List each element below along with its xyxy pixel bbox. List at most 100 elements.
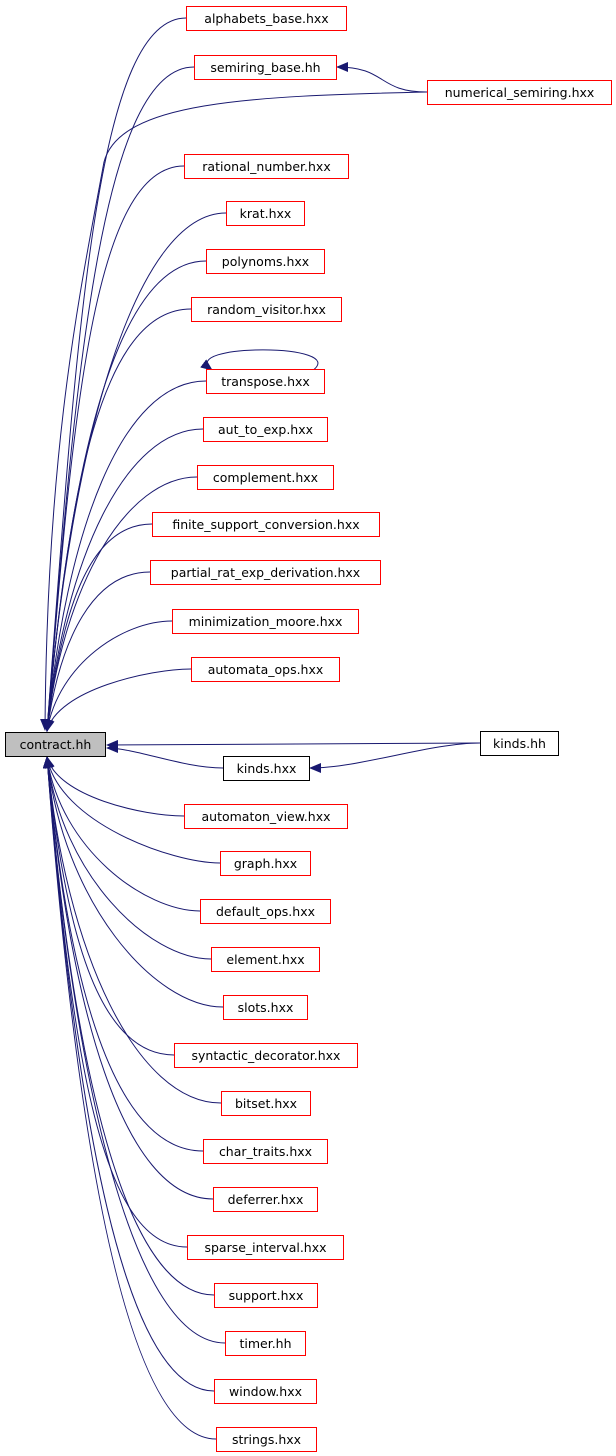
edge-automata-ops-to-contract <box>44 668 192 732</box>
node-label: syntactic_decorator.hxx <box>192 1048 341 1063</box>
node-box <box>223 995 308 1020</box>
node-aut-to-exp[interactable]: aut_to_exp.hxx <box>203 417 328 442</box>
node-box <box>221 1091 311 1116</box>
edge-aut-to-exp-to-contract <box>43 428 204 732</box>
node-complement[interactable]: complement.hxx <box>197 465 334 490</box>
node-box <box>187 1235 344 1260</box>
edge-graph-to-contract <box>44 756 221 864</box>
node-box <box>216 1427 317 1452</box>
node-partial-rat-exp-derivation[interactable]: partial_rat_exp_derivation.hxx <box>150 560 381 585</box>
node-alphabets-base[interactable]: alphabets_base.hxx <box>186 6 347 31</box>
node-label: aut_to_exp.hxx <box>218 422 313 437</box>
node-strings[interactable]: strings.hxx <box>216 1427 317 1452</box>
edge-kinds-hxx-to-contract <box>106 743 224 769</box>
node-box <box>172 609 359 634</box>
edge-slots-to-contract <box>43 756 224 1008</box>
edge-alphabets-base-to-contract <box>42 17 187 732</box>
node-char-traits[interactable]: char_traits.hxx <box>203 1139 328 1164</box>
edge-element-to-contract <box>43 756 212 960</box>
node-label: window.hxx <box>229 1384 302 1399</box>
node-label: kinds.hh <box>493 736 546 751</box>
node-label: strings.hxx <box>232 1432 301 1447</box>
node-support[interactable]: support.hxx <box>214 1283 318 1308</box>
edges <box>40 17 481 1440</box>
node-box <box>184 804 348 829</box>
node-finite-support-conversion[interactable]: finite_support_conversion.hxx <box>152 512 380 537</box>
node-box <box>206 369 325 394</box>
node-label: graph.hxx <box>234 856 297 871</box>
edge-rational-number-to-contract <box>42 165 185 732</box>
node-automata-ops[interactable]: automata_ops.hxx <box>191 657 340 682</box>
node-window[interactable]: window.hxx <box>214 1379 317 1404</box>
node-label: numerical_semiring.hxx <box>445 85 595 100</box>
node-contract: contract.hh <box>5 732 106 757</box>
edge-strings-to-contract <box>42 756 217 1440</box>
node-box <box>427 80 612 105</box>
nodes: alphabets_base.hxx semiring_base.hhnumeri… <box>5 6 612 1452</box>
node-label: timer.hh <box>239 1336 291 1351</box>
edge-finite-support-conversion-to-contract <box>43 523 153 732</box>
edge-transpose-to-transpose <box>200 349 319 372</box>
node-label: element.hxx <box>226 952 304 967</box>
edge-automaton-view-to-contract <box>44 756 185 817</box>
edge-partial-rat-exp-derivation-to-contract <box>43 571 151 732</box>
node-box <box>214 1283 318 1308</box>
node-rational-number[interactable]: rational_number.hxx <box>184 154 349 179</box>
node-graph[interactable]: graph.hxx <box>220 851 311 876</box>
edge-kinds-hh-to-contract <box>106 739 481 750</box>
node-label: rational_number.hxx <box>202 159 330 174</box>
node-label: finite_support_conversion.hxx <box>172 517 359 532</box>
node-random-visitor[interactable]: random_visitor.hxx <box>191 297 342 322</box>
edge-random-visitor-to-contract <box>42 308 192 732</box>
node-timer[interactable]: timer.hh <box>225 1331 306 1356</box>
node-semiring-base[interactable]: semiring_base.hh <box>194 55 337 80</box>
edge-char-traits-to-contract <box>43 756 204 1152</box>
node-box <box>5 732 106 757</box>
node-polynoms[interactable]: polynoms.hxx <box>206 249 325 274</box>
node-numerical-semiring[interactable]: numerical_semiring.hxx <box>427 80 612 105</box>
node-automaton-view[interactable]: automaton_view.hxx <box>184 804 348 829</box>
node-label: random_visitor.hxx <box>207 302 326 317</box>
node-kinds-hxx: kinds.hxx <box>223 756 310 781</box>
node-bitset[interactable]: bitset.hxx <box>221 1091 311 1116</box>
edge-kinds-hh-to-kinds-hxx <box>309 742 481 773</box>
node-box <box>200 899 331 924</box>
node-label: minimization_moore.hxx <box>189 614 343 629</box>
edge-transpose-to-contract <box>43 380 207 732</box>
edge-minimization-moore-to-contract <box>43 620 173 732</box>
node-syntactic-decorator[interactable]: syntactic_decorator.hxx <box>174 1043 358 1068</box>
node-box <box>480 731 559 756</box>
node-krat[interactable]: krat.hxx <box>226 201 305 226</box>
node-minimization-moore[interactable]: minimization_moore.hxx <box>172 609 359 634</box>
node-slots[interactable]: slots.hxx <box>223 995 308 1020</box>
node-label: complement.hxx <box>213 470 318 485</box>
node-label: deferrer.hxx <box>228 1192 304 1207</box>
node-label: semiring_base.hh <box>210 60 320 75</box>
node-box <box>211 947 320 972</box>
edge-timer-to-contract <box>42 756 226 1344</box>
node-box <box>214 1379 317 1404</box>
node-label: alphabets_base.hxx <box>204 11 328 26</box>
node-label: support.hxx <box>229 1288 304 1303</box>
node-label: automata_ops.hxx <box>208 662 324 677</box>
node-box <box>186 6 347 31</box>
node-element[interactable]: element.hxx <box>211 947 320 972</box>
edge-numerical-semiring-to-semiring-base <box>336 62 428 93</box>
node-label: slots.hxx <box>238 1000 294 1015</box>
node-box <box>174 1043 358 1068</box>
node-deferrer[interactable]: deferrer.hxx <box>213 1187 318 1212</box>
edge-deferrer-to-contract <box>42 756 214 1200</box>
node-label: kinds.hxx <box>237 761 297 776</box>
edge-sparse-interval-to-contract <box>42 756 188 1248</box>
node-kinds-hh: kinds.hh <box>480 731 559 756</box>
edge-polynoms-to-contract <box>42 260 207 732</box>
edge-default-ops-to-contract <box>43 756 201 912</box>
node-label: partial_rat_exp_derivation.hxx <box>171 565 360 580</box>
node-label: polynoms.hxx <box>222 254 309 269</box>
node-default-ops[interactable]: default_ops.hxx <box>200 899 331 924</box>
node-box <box>191 657 340 682</box>
node-transpose[interactable]: transpose.hxx <box>206 369 325 394</box>
node-sparse-interval[interactable]: sparse_interval.hxx <box>187 1235 344 1260</box>
node-label: char_traits.hxx <box>219 1144 312 1159</box>
